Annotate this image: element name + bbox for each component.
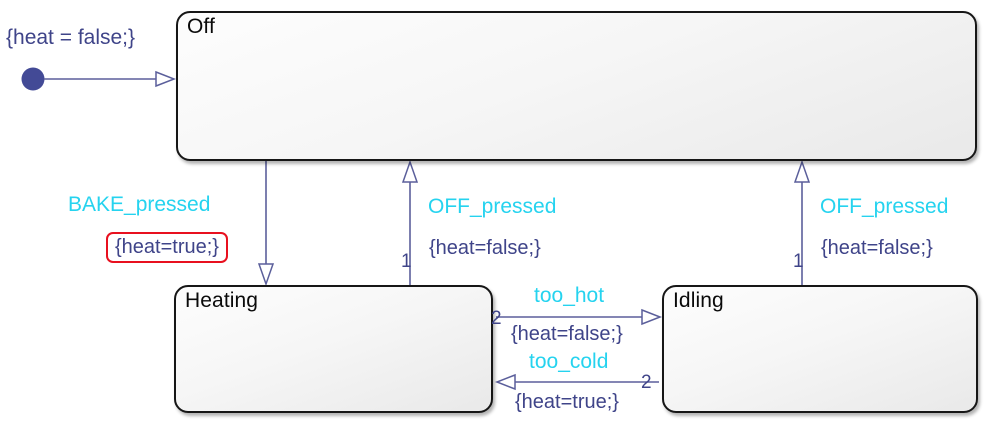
default-junction-dot[interactable] — [21, 67, 45, 91]
default-transition-arrowhead — [155, 70, 177, 88]
transition-off-from-heating-action-label[interactable]: {heat=false;} — [429, 237, 541, 259]
state-idling[interactable]: Idling — [662, 285, 978, 413]
transition-off-from-idling-arrow[interactable] — [793, 159, 811, 285]
transition-too-cold-action-label[interactable]: {heat=true;} — [515, 391, 619, 413]
transition-too-cold-priority-label: 2 — [641, 372, 652, 393]
default-transition-arrow[interactable] — [21, 67, 177, 91]
transition-off-from-heating-priority-label: 1 — [401, 251, 412, 272]
transition-off-from-heating-event-label[interactable]: OFF_pressed — [428, 195, 557, 218]
transition-bake-arrowhead — [257, 263, 275, 287]
transition-too-cold-arrowhead — [494, 373, 516, 391]
transition-too-hot-arrow[interactable] — [496, 308, 663, 326]
transition-too-hot-arrowhead — [641, 308, 663, 326]
transition-too-cold-event-label[interactable]: too_cold — [529, 350, 609, 373]
transition-too-hot-event-label[interactable]: too_hot — [534, 284, 605, 307]
transition-too-hot-priority-label: 2 — [491, 308, 502, 329]
transition-off-from-idling-action-label[interactable]: {heat=false;} — [821, 237, 933, 259]
transition-bake-arrow[interactable] — [257, 161, 275, 287]
transition-off-from-idling-event-label[interactable]: OFF_pressed — [820, 195, 949, 218]
transition-bake-action-label[interactable]: {heat=true;} — [106, 232, 228, 263]
transition-too-hot-action-label[interactable]: {heat=false;} — [511, 323, 623, 345]
default-transition-action-label[interactable]: {heat = false;} — [6, 26, 136, 49]
transition-too-cold-arrow[interactable] — [494, 373, 659, 391]
state-off-label: Off — [187, 15, 215, 38]
transition-off-from-idling-priority-label: 1 — [793, 251, 804, 272]
transition-off-from-heating-arrowhead — [401, 159, 419, 183]
state-idling-label: Idling — [673, 289, 724, 312]
transition-off-from-idling-arrowhead — [793, 159, 811, 183]
state-heating[interactable]: Heating — [174, 285, 493, 413]
state-off[interactable]: Off — [176, 11, 977, 161]
transition-bake-event-label[interactable]: BAKE_pressed — [68, 193, 211, 216]
state-heating-label: Heating — [185, 289, 259, 312]
transition-off-from-heating-arrow[interactable] — [401, 159, 419, 285]
